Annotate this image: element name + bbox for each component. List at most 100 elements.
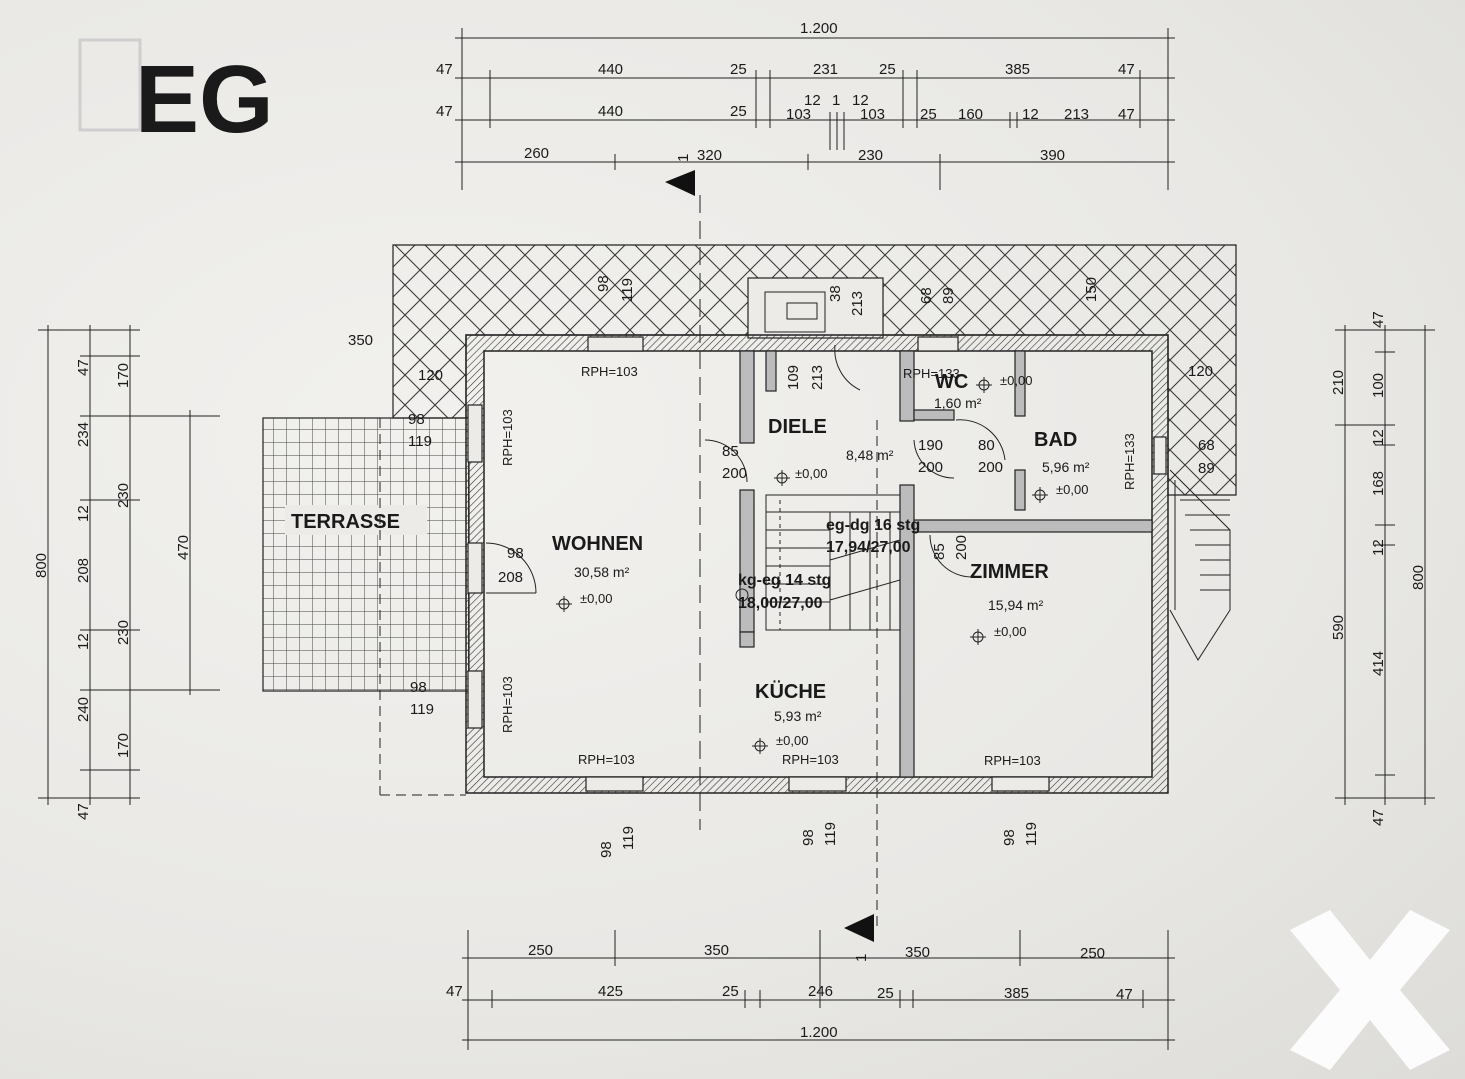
title-ghost bbox=[78, 38, 142, 132]
dim-label: 68 bbox=[918, 287, 935, 304]
terrace bbox=[262, 417, 470, 692]
dim-label: 160 bbox=[958, 106, 983, 123]
dim-label: 208 bbox=[75, 558, 92, 583]
level-kueche: ±0,00 bbox=[776, 733, 808, 748]
dim-label: 213 bbox=[849, 291, 866, 316]
dim-label: 85 bbox=[931, 543, 948, 560]
dim-label: 470 bbox=[175, 535, 192, 560]
dim-label: 590 bbox=[1330, 615, 1347, 640]
stair-up-label: eg-dg 16 stg bbox=[826, 517, 920, 534]
area-bad: 5,96 m² bbox=[1042, 459, 1090, 475]
dim-label: 25 bbox=[730, 61, 747, 78]
left-dimensions bbox=[38, 325, 220, 805]
dim-label: 25 bbox=[730, 103, 747, 120]
dim-label: 230 bbox=[858, 147, 883, 164]
dim-label: 85 bbox=[722, 443, 739, 460]
room-label-bad: BAD bbox=[1034, 429, 1077, 451]
dim-label: 68 bbox=[1198, 437, 1215, 454]
dim-label: 200 bbox=[978, 459, 1003, 476]
dim-label: 240 bbox=[75, 697, 92, 722]
dim-label: 47 bbox=[436, 61, 453, 78]
area-zimmer: 15,94 m² bbox=[988, 597, 1044, 613]
dim-label: 120 bbox=[1188, 363, 1213, 380]
room-labels: WOHNEN 30,58 m² ±0,00 DIELE 8,48 m² ±0,0… bbox=[552, 371, 1090, 748]
dim-label: 47 bbox=[1116, 986, 1133, 1003]
rph-labels: RPH=103 RPH=133 RPH=103 RPH=103 RPH=103 … bbox=[500, 364, 1137, 768]
dim-label: 109 bbox=[785, 365, 802, 390]
dim-label: 12 bbox=[1022, 106, 1039, 123]
bottom-dimensions bbox=[462, 930, 1175, 1050]
dim-label: 168 bbox=[1370, 471, 1387, 496]
windows bbox=[467, 336, 1167, 792]
dim-label: 12 bbox=[1370, 539, 1387, 556]
dim-label: 250 bbox=[528, 942, 553, 959]
top-dim-labels: 1.200 47 440 25 231 25 385 47 47 440 25 … bbox=[436, 20, 1135, 164]
dim-label: 414 bbox=[1370, 651, 1387, 676]
room-label-terrasse: TERRASSE bbox=[291, 511, 400, 533]
left-dim-labels: 800 470 47 234 12 208 12 240 47 170 230 … bbox=[33, 359, 192, 820]
dim-label: 12 bbox=[804, 92, 821, 109]
door-swings bbox=[485, 344, 1006, 594]
dim-label: 213 bbox=[1064, 106, 1089, 123]
dim-label: 440 bbox=[598, 61, 623, 78]
dim-label: 38 bbox=[827, 285, 844, 302]
top-dimensions bbox=[455, 28, 1175, 190]
dim-label: 246 bbox=[808, 983, 833, 1000]
rph-label: RPH=103 bbox=[581, 364, 638, 379]
dim-label: 210 bbox=[1330, 370, 1347, 395]
dim-label: 25 bbox=[877, 985, 894, 1002]
level-diele: ±0,00 bbox=[795, 466, 827, 481]
section-marker-label: 1 bbox=[853, 954, 870, 962]
room-label-kueche: KÜCHE bbox=[755, 680, 826, 703]
dim-label: 385 bbox=[1005, 61, 1030, 78]
rph-label: RPH=133 bbox=[903, 366, 960, 381]
dim-label: 98 bbox=[1001, 829, 1018, 846]
dim-label: 119 bbox=[408, 433, 432, 450]
room-label-wohnen: WOHNEN bbox=[552, 533, 643, 555]
roof-overhang bbox=[392, 244, 1237, 496]
dim-label: 260 bbox=[524, 145, 549, 162]
level-wc: ±0,00 bbox=[1000, 373, 1032, 388]
dim-label: 119 bbox=[1023, 822, 1040, 846]
level-zimmer: ±0,00 bbox=[994, 624, 1026, 639]
dim-label: 12 bbox=[1370, 429, 1387, 446]
dim-label: 230 bbox=[115, 483, 132, 508]
rph-label: RPH=103 bbox=[578, 752, 635, 767]
dim-label: 119 bbox=[619, 278, 636, 302]
section-marker-bottom: 1 bbox=[844, 914, 874, 962]
room-label-zimmer: ZIMMER bbox=[970, 561, 1049, 583]
dim-label: 47 bbox=[1118, 106, 1135, 123]
stair-up-ratio: 17,94/27,00 bbox=[826, 539, 911, 556]
dim-label: 100 bbox=[1370, 373, 1387, 398]
rph-label: RPH=103 bbox=[500, 676, 515, 733]
dim-label: 385 bbox=[1004, 985, 1029, 1002]
dim-label: 119 bbox=[410, 701, 434, 718]
dim-label: 98 bbox=[598, 841, 615, 858]
dim-label: 150 bbox=[1083, 277, 1100, 302]
dim-label: 230 bbox=[115, 620, 132, 645]
dim-overall-top: 1.200 bbox=[800, 20, 838, 37]
dim-label: 200 bbox=[722, 465, 747, 482]
stair-down-ratio: 18,00/27,00 bbox=[738, 595, 823, 612]
watermark-logo bbox=[1290, 910, 1450, 1070]
dim-label: 103 bbox=[786, 106, 811, 123]
dim-label: 12 bbox=[75, 505, 92, 522]
room-label-wc: WC bbox=[935, 371, 968, 393]
dim-label: 47 bbox=[1118, 61, 1135, 78]
interior-walls bbox=[739, 350, 1153, 778]
dim-label: 425 bbox=[598, 983, 623, 1000]
rph-label: RPH=133 bbox=[1122, 433, 1137, 490]
exterior-stairs bbox=[1169, 469, 1231, 661]
dim-label: 190 bbox=[918, 437, 943, 454]
bottom-dim-labels: 250 350 350 250 47 425 25 246 25 385 47 … bbox=[446, 942, 1133, 1041]
dim-label: 47 bbox=[75, 803, 92, 820]
rph-label: RPH=103 bbox=[500, 409, 515, 466]
dim-label: 98 bbox=[507, 545, 524, 562]
dim-label: 200 bbox=[953, 535, 970, 560]
stair-labels: eg-dg 16 stg 17,94/27,00 kg-eg 14 stg 18… bbox=[738, 517, 920, 612]
dim-label: 98 bbox=[408, 411, 425, 428]
dim-label: 800 bbox=[33, 553, 50, 578]
level-bad: ±0,00 bbox=[1056, 482, 1088, 497]
dim-label: 350 bbox=[348, 332, 373, 349]
